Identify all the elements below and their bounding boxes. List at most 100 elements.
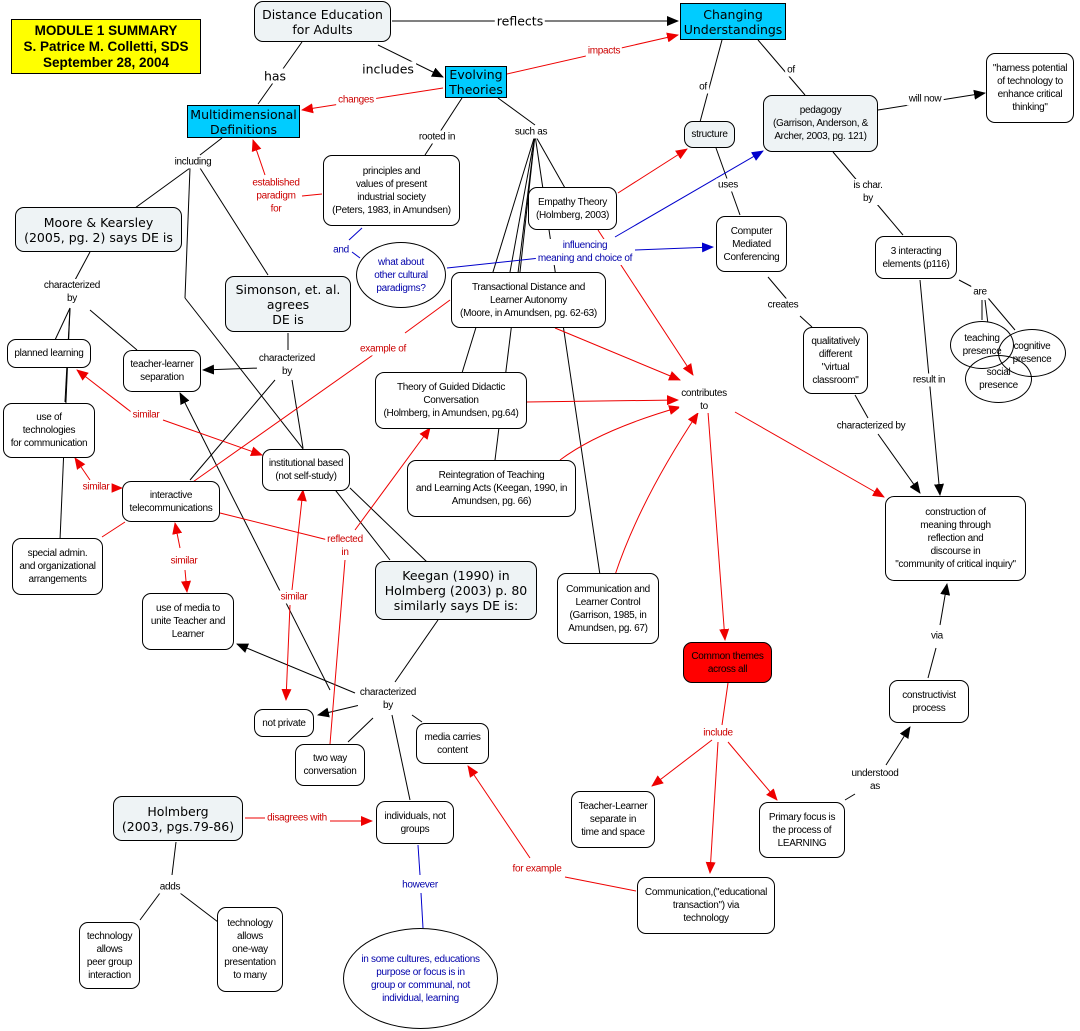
link-three-resultin bbox=[919, 279, 944, 496]
label-reflects: reflects bbox=[494, 13, 546, 29]
concept-two-way-conversation[interactable]: two way conversation bbox=[295, 744, 365, 786]
concept-reintegration[interactable]: Reintegration of Teaching and Learning A… bbox=[407, 460, 576, 517]
label-keegan-characterized-by: characterized by bbox=[357, 686, 419, 712]
concept-pedagogy[interactable]: pedagogy (Garrison, Anderson, & Archer, … bbox=[763, 95, 878, 152]
label-creates: creates bbox=[765, 298, 801, 312]
label-similar-media: similar bbox=[168, 554, 200, 568]
concept-some-cultures[interactable]: in some cultures, educations purpose or … bbox=[343, 928, 498, 1029]
link-changing-of-right bbox=[757, 39, 806, 96]
title-box: MODULE 1 SUMMARY S. Patrice M. Colletti,… bbox=[11, 19, 201, 74]
label-including: including bbox=[172, 155, 214, 169]
concept-empathy-theory[interactable]: Empathy Theory (Holmberg, 2003) bbox=[528, 187, 617, 230]
concept-communication-educational-transaction[interactable]: Communication,("educational transaction"… bbox=[637, 877, 775, 934]
label-rooted-in: rooted in bbox=[416, 130, 458, 144]
link-similar-media bbox=[172, 522, 183, 549]
label-changes: changes bbox=[336, 93, 376, 107]
label-and: and bbox=[331, 243, 351, 257]
concept-distance-education[interactable]: Distance Education for Adults bbox=[254, 1, 391, 42]
link-changing-of-left bbox=[699, 39, 723, 123]
concept-qualitatively-different[interactable]: qualitatively different "virtual classro… bbox=[803, 327, 868, 394]
concept-interactive-telecommunications[interactable]: interactive telecommunications bbox=[122, 481, 220, 522]
link-moore-char bbox=[74, 251, 91, 281]
concept-primary-focus-learning[interactable]: Primary focus is the process of LEARNING bbox=[759, 802, 845, 858]
concept-communication-learner-control[interactable]: Communication and Learner Control (Garri… bbox=[557, 573, 659, 644]
label-however: however bbox=[400, 878, 440, 892]
concept-principles-values[interactable]: principles and values of present industr… bbox=[323, 155, 460, 226]
concept-one-way-presentation[interactable]: technology allows one-way presentation t… bbox=[217, 907, 283, 992]
label-of-structure: of bbox=[697, 80, 709, 94]
link-reflected bbox=[219, 512, 329, 541]
label-understood-as: understood as bbox=[849, 767, 901, 793]
concept-simonson[interactable]: Simonson, et. al. agrees DE is bbox=[225, 276, 351, 332]
label-of-pedagogy: of bbox=[785, 63, 797, 77]
link-similar-institutional bbox=[291, 489, 307, 591]
blue-links bbox=[348, 150, 764, 929]
label-are: are bbox=[971, 285, 989, 299]
concept-media-carries-content[interactable]: media carries content bbox=[416, 723, 489, 764]
label-impacts: impacts bbox=[585, 44, 623, 58]
link-primary-understood bbox=[844, 793, 856, 801]
concept-harness-potential[interactable]: "harness potential of technology to enha… bbox=[986, 53, 1074, 123]
concept-institutional-based[interactable]: institutional based (not self-study) bbox=[262, 449, 350, 491]
link-and bbox=[348, 227, 363, 241]
link-example-of bbox=[189, 349, 381, 485]
link-multidim-including bbox=[199, 137, 223, 156]
concept-planned-learning[interactable]: planned learning bbox=[7, 339, 91, 368]
label-similar-technologies: similar bbox=[80, 480, 112, 494]
label-disagrees-with: disagrees with bbox=[265, 811, 329, 825]
concept-constructivist-process[interactable]: constructivist process bbox=[889, 680, 969, 723]
concept-construction-of-meaning[interactable]: construction of meaning through reflecti… bbox=[885, 496, 1026, 581]
concept-teacher-learner-separate[interactable]: Teacher-Learner separate in time and spa… bbox=[571, 791, 655, 848]
concept-moore-kearsley[interactable]: Moore & Kearsley (2005, pg. 2) says DE i… bbox=[15, 207, 182, 252]
label-has: has bbox=[261, 68, 289, 84]
label-similar-planned: similar bbox=[130, 408, 162, 422]
label-result-in: result in bbox=[910, 373, 948, 387]
concept-evolving-theories[interactable]: Evolving Theories bbox=[445, 66, 507, 98]
concept-computer-mediated-conferencing[interactable]: Computer Mediated Conferencing bbox=[716, 216, 787, 272]
label-via: via bbox=[929, 629, 945, 643]
concept-other-cultural-paradigms[interactable]: what about other cultural paradigms? bbox=[356, 242, 446, 308]
concept-use-of-media[interactable]: use of media to unite Teacher and Learne… bbox=[142, 593, 234, 650]
concept-keegan[interactable]: Keegan (1990) in Holmberg (2003) p. 80 s… bbox=[375, 561, 537, 620]
label-example-of: example of bbox=[358, 342, 408, 356]
link-for-example bbox=[564, 876, 637, 892]
concept-individuals-not-groups[interactable]: individuals, not groups bbox=[376, 801, 454, 844]
concept-transactional-distance[interactable]: Transactional Distance and Learner Auton… bbox=[451, 272, 606, 328]
concept-guided-didactic-conversation[interactable]: Theory of Guided Didactic Conversation (… bbox=[375, 372, 527, 429]
concept-cognitive-presence[interactable]: cognitive presence bbox=[998, 329, 1066, 377]
concept-multidimensional-definitions[interactable]: Multidimensional Definitions bbox=[187, 105, 300, 138]
concept-three-interacting-elements[interactable]: 3 interacting elements (p116) bbox=[875, 236, 957, 279]
link-empathy-structure bbox=[617, 148, 688, 194]
link-similar-planned bbox=[76, 369, 136, 416]
label-for-example: for example bbox=[510, 862, 564, 876]
concept-structure[interactable]: structure bbox=[684, 121, 735, 148]
concept-teacher-learner-separation[interactable]: teacher-learner separation bbox=[123, 350, 201, 392]
link-interactive-special bbox=[101, 521, 126, 538]
concept-common-themes[interactable]: Common themes across all bbox=[683, 642, 772, 683]
link-evolving-suchas bbox=[497, 97, 536, 126]
concept-peer-group-interaction[interactable]: technology allows peer group interaction bbox=[79, 922, 140, 989]
concept-not-private[interactable]: not private bbox=[254, 709, 314, 737]
label-contributes-to: contributes to bbox=[679, 387, 729, 413]
concept-social-presence[interactable]: social presence bbox=[965, 355, 1032, 403]
label-is-char-by: is char. by bbox=[851, 179, 885, 205]
link-however bbox=[417, 844, 421, 876]
concept-special-admin[interactable]: special admin. and organizational arrang… bbox=[12, 538, 103, 595]
label-characterized-by: characterized by bbox=[834, 419, 908, 433]
red-links bbox=[74, 32, 885, 892]
label-moore-characterized-by: characterized by bbox=[41, 279, 103, 305]
link-qual-char bbox=[854, 394, 869, 419]
concept-holmberg[interactable]: Holmberg (2003, pgs.79-86) bbox=[113, 796, 243, 841]
concept-changing-understandings[interactable]: Changing Understandings bbox=[680, 3, 786, 40]
link-evolving-rooted bbox=[424, 97, 463, 156]
label-includes: includes bbox=[360, 61, 416, 77]
link-influencing bbox=[446, 257, 541, 269]
concept-use-of-technologies[interactable]: use of technologies for communication bbox=[3, 403, 95, 458]
label-reflected-in: reflected in bbox=[325, 533, 365, 559]
label-uses: uses bbox=[716, 178, 740, 192]
label-include: include bbox=[701, 726, 735, 740]
link-similar-usetech bbox=[74, 457, 91, 481]
label-simonson-characterized-by: characterized by bbox=[256, 352, 318, 378]
link-constructivist-via bbox=[927, 647, 937, 679]
